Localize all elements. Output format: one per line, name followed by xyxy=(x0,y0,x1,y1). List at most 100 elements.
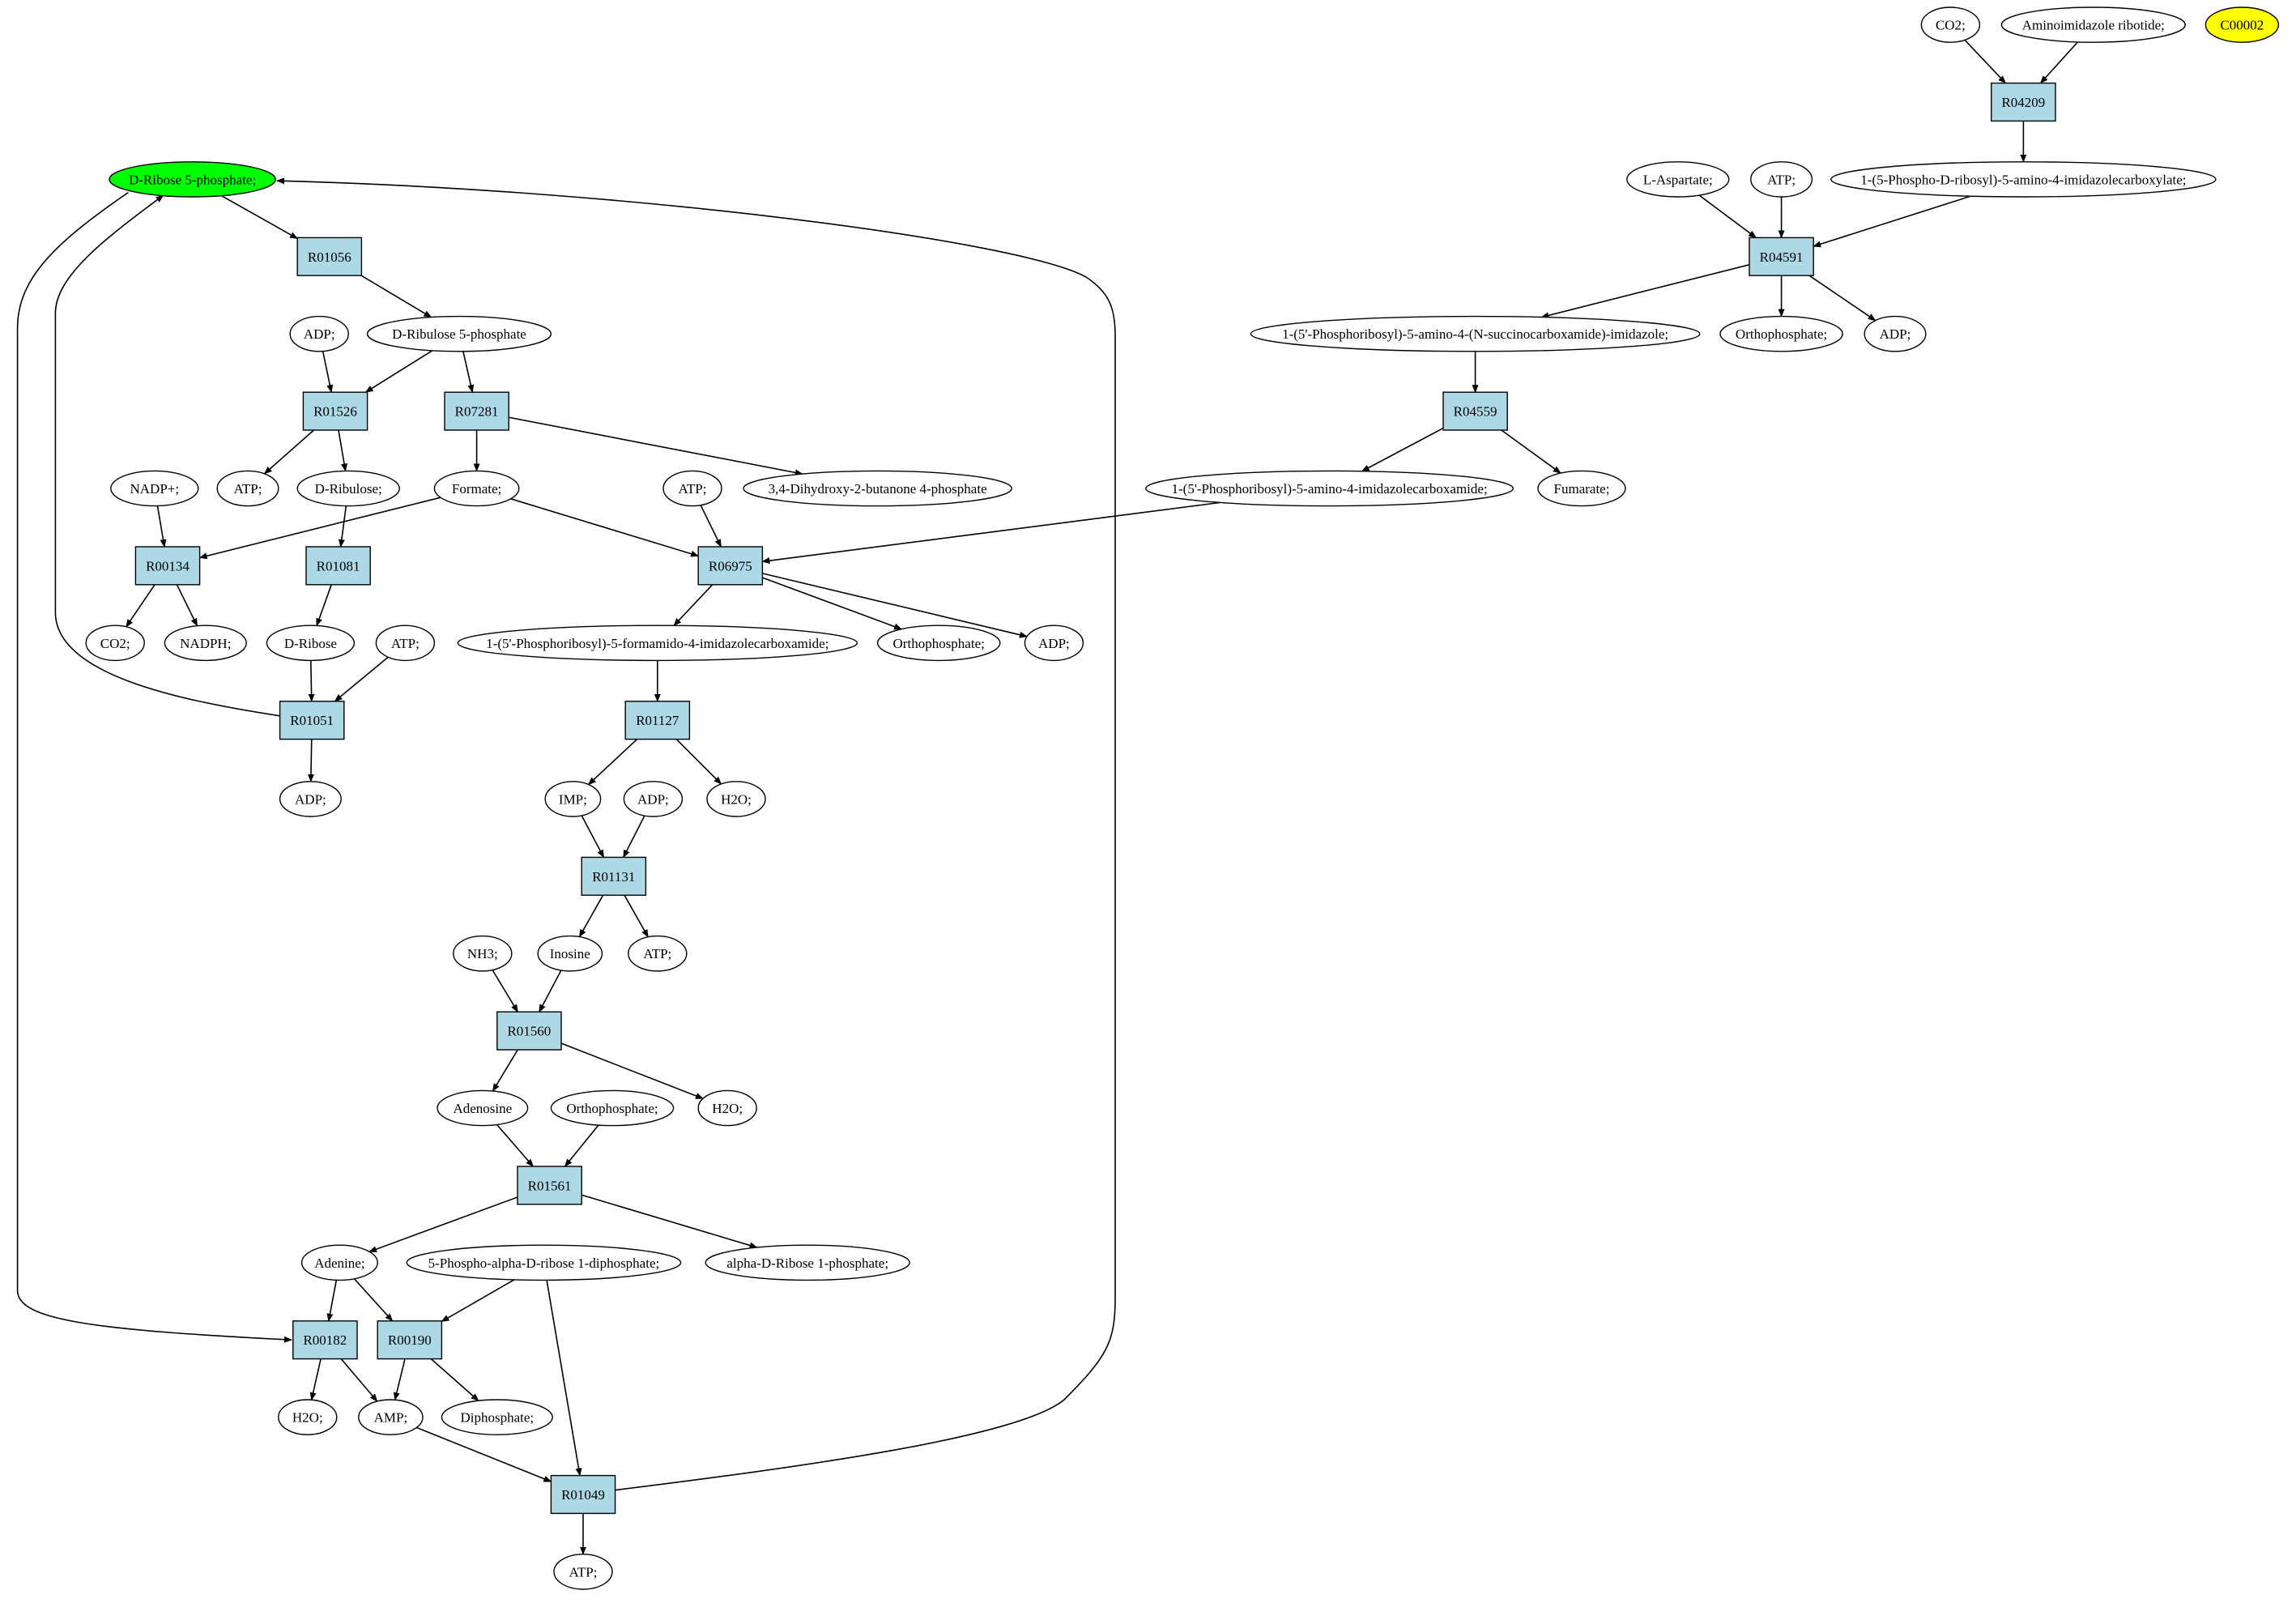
reaction-node-R01561[interactable]: R01561 xyxy=(517,1166,582,1205)
edge-R00182-to-AMP xyxy=(340,1358,378,1402)
edge-AICR_carboxylate-to-R04591 xyxy=(1813,195,1971,248)
compound-node-Diphosphate[interactable]: Diphosphate; xyxy=(441,1399,553,1435)
node-label-LAsp: L-Aspartate; xyxy=(1643,172,1713,187)
edge-R01127-to-IMP xyxy=(587,739,638,786)
reaction-box-R01056 xyxy=(296,237,363,276)
reaction-node-R01526[interactable]: R01526 xyxy=(302,391,368,431)
reaction-node-R01127[interactable]: R01127 xyxy=(624,701,691,740)
reaction-node-R01560[interactable]: R01560 xyxy=(496,1011,562,1051)
node-label-ATP_c: ATP; xyxy=(679,481,707,497)
compound-ellipse-Adenine xyxy=(300,1244,378,1281)
node-label-CO2_b: CO2; xyxy=(100,636,130,651)
compound-node-ATP_e[interactable]: ATP; xyxy=(628,935,688,972)
compound-node-PRPP[interactable]: 5-Phospho-alpha-D-ribose 1-diphosphate; xyxy=(406,1244,682,1281)
reaction-node-R04209[interactable]: R04209 xyxy=(1991,82,2056,122)
compound-node-IMP[interactable]: IMP; xyxy=(544,781,602,817)
compound-node-ADP_d[interactable]: ADP; xyxy=(279,781,342,817)
reaction-node-R01056[interactable]: R01056 xyxy=(296,237,363,276)
compound-node-ADP_a[interactable]: ADP; xyxy=(1864,315,1927,352)
node-label-ATP_b: ATP; xyxy=(234,481,262,497)
compound-node-Ortho_b[interactable]: Orthophosphate; xyxy=(876,625,1001,662)
compound-node-DR5P[interactable]: D-Ribose 5-phosphate; xyxy=(109,161,276,198)
node-label-R01081: R01081 xyxy=(317,558,360,573)
compound-ellipse-ATP_a xyxy=(1750,161,1813,198)
reaction-node-R01131[interactable]: R01131 xyxy=(581,856,647,896)
edge-AIR-to-R04209 xyxy=(2039,41,2079,84)
node-label-NH3: NH3; xyxy=(467,946,498,961)
compound-ellipse-ADP_d xyxy=(279,781,342,817)
compound-ellipse-NH3 xyxy=(453,935,513,972)
compound-node-NH3[interactable]: NH3; xyxy=(453,935,513,972)
compound-ellipse-NADP xyxy=(110,470,199,507)
compound-node-ATP_b[interactable]: ATP; xyxy=(216,470,279,507)
reaction-node-R07281[interactable]: R07281 xyxy=(444,391,509,431)
edge-R01526-to-DRibulose xyxy=(338,429,347,472)
compound-node-NADPH[interactable]: NADPH; xyxy=(164,625,247,662)
compound-node-AIR[interactable]: Aminoimidazole ribotide; xyxy=(2000,6,2186,43)
compound-node-Adenosine[interactable]: Adenosine xyxy=(437,1089,529,1127)
compound-node-ATP_a[interactable]: ATP; xyxy=(1750,161,1813,198)
reaction-box-R01561 xyxy=(517,1166,582,1205)
compound-node-LAsp[interactable]: L-Aspartate; xyxy=(1626,161,1730,198)
node-label-R07281: R07281 xyxy=(455,404,499,420)
reaction-node-R06975[interactable]: R06975 xyxy=(697,546,764,586)
compound-node-H2O_c[interactable]: H2O; xyxy=(278,1399,338,1435)
compound-ellipse-Inosine xyxy=(537,935,603,972)
compound-node-CO2_a[interactable]: CO2; xyxy=(1920,6,1981,43)
compound-ellipse-DR5P xyxy=(109,161,276,198)
compound-node-ATP_f[interactable]: ATP; xyxy=(553,1554,613,1590)
node-label-R01526: R01526 xyxy=(313,404,357,420)
compound-node-DHBP[interactable]: 3,4-Dihydroxy-2-butanone 4-phosphate xyxy=(743,470,1012,507)
compound-node-DRibose[interactable]: D-Ribose xyxy=(266,625,356,662)
node-label-ATP_a: ATP; xyxy=(1767,172,1795,187)
node-label-FAICAR: 1-(5'-Phosphoribosyl)-5-formamido-4-imid… xyxy=(486,636,829,651)
compound-ellipse-ADP_b xyxy=(289,315,349,352)
compound-ellipse-H2O_a xyxy=(706,781,766,817)
compound-node-AICAR[interactable]: 1-(5'-Phosphoribosyl)-5-amino-4-imidazol… xyxy=(1145,470,1514,507)
compound-node-Fumarate[interactable]: Fumarate; xyxy=(1537,470,1626,507)
compound-node-AMP[interactable]: AMP; xyxy=(358,1399,424,1435)
compound-node-CO2_b[interactable]: CO2; xyxy=(85,625,145,662)
compound-node-DRibulose[interactable]: D-Ribulose; xyxy=(296,470,400,507)
compound-node-ATP_d[interactable]: ATP; xyxy=(375,625,436,662)
node-layer: CO2; Aminoimidazole ribotide; C00002R04209… xyxy=(85,6,2280,1590)
compound-node-Inosine[interactable]: Inosine xyxy=(537,935,603,972)
compound-ellipse-LAsp xyxy=(1626,161,1730,198)
reaction-node-R04591[interactable]: R04591 xyxy=(1749,237,1814,276)
node-label-H2O_b: H2O; xyxy=(712,1101,743,1116)
compound-node-DRu5P[interactable]: D-Ribulose 5-phosphate xyxy=(366,315,552,352)
edge-Formate-to-R00134 xyxy=(198,497,441,560)
compound-node-aDR1P[interactable]: alpha-D-Ribose 1-phosphate; xyxy=(705,1244,910,1281)
compound-node-H2O_b[interactable]: H2O; xyxy=(697,1089,757,1127)
compound-node-H2O_a[interactable]: H2O; xyxy=(706,781,766,817)
node-label-R01049: R01049 xyxy=(561,1487,605,1503)
reaction-node-R04559[interactable]: R04559 xyxy=(1442,391,1508,431)
compound-ellipse-DHBP xyxy=(743,470,1012,507)
compound-node-FAICAR[interactable]: 1-(5'-Phosphoribosyl)-5-formamido-4-imid… xyxy=(457,625,858,662)
compound-node-Adenine[interactable]: Adenine; xyxy=(300,1244,378,1281)
compound-node-Formate[interactable]: Formate; xyxy=(433,470,520,507)
compound-ellipse-ADP_a xyxy=(1864,315,1927,352)
compound-node-ADP_b[interactable]: ADP; xyxy=(289,315,349,352)
compound-node-SAICAR[interactable]: 1-(5'-Phosphoribosyl)-5-amino-4-(N-succi… xyxy=(1250,315,1701,352)
compound-node-Ortho_c[interactable]: Orthophosphate; xyxy=(550,1089,675,1127)
reaction-node-R01081[interactable]: R01081 xyxy=(305,546,371,586)
compound-node-NADP[interactable]: NADP+; xyxy=(110,470,199,507)
compound-node-ADP_e[interactable]: ADP; xyxy=(623,781,684,817)
reaction-node-R01049[interactable]: R01049 xyxy=(550,1474,616,1515)
compound-ellipse-Diphosphate xyxy=(441,1399,553,1435)
node-label-AICR_carboxylate: 1-(5-Phospho-D-ribosyl)-5-amino-4-imidaz… xyxy=(1860,172,2186,187)
compound-node-C00002[interactable]: C00002 xyxy=(2204,6,2280,43)
reaction-node-R00134[interactable]: R00134 xyxy=(134,546,201,586)
node-label-R01560: R01560 xyxy=(507,1024,551,1039)
reaction-node-R00182[interactable]: R00182 xyxy=(292,1320,358,1360)
compound-node-ADP_c[interactable]: ADP; xyxy=(1024,625,1084,662)
reaction-node-R00190[interactable]: R00190 xyxy=(377,1320,443,1360)
reaction-node-R01051[interactable]: R01051 xyxy=(279,701,345,740)
node-label-ADP_b: ADP; xyxy=(304,326,335,342)
compound-node-ATP_c[interactable]: ATP; xyxy=(662,470,722,507)
compound-node-AICR_carboxylate[interactable]: 1-(5-Phospho-D-ribosyl)-5-amino-4-imidaz… xyxy=(1830,161,2217,198)
compound-node-Ortho_a[interactable]: Orthophosphate; xyxy=(1719,315,1843,352)
node-label-PRPP: 5-Phospho-alpha-D-ribose 1-diphosphate; xyxy=(428,1256,660,1271)
